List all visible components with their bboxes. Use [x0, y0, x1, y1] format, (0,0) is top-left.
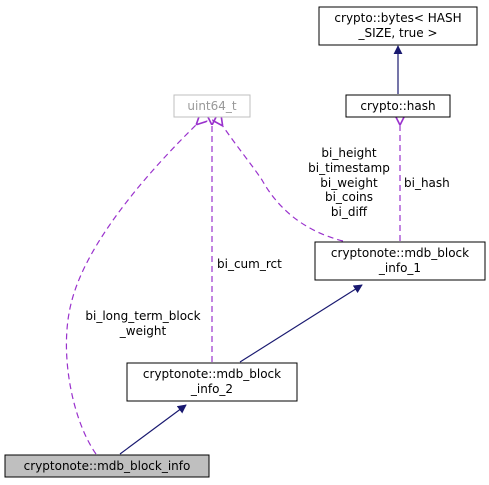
edge-uint64-to-info: [65, 124, 197, 455]
edge-label-bi-timestamp: bi_timestamp: [308, 161, 390, 175]
node-mdb-block-info: cryptonote::mdb_block_info: [4, 454, 210, 478]
edge-label-bi-long-term-block-weight-line2: _weight: [119, 324, 167, 338]
node-uint64-t: uint64_t: [173, 94, 251, 118]
edge-uint64-to-info1: [222, 125, 344, 242]
node-crypto-bytes[interactable]: crypto::bytes< HASH _SIZE, true >: [318, 6, 478, 46]
edge-label-bi-long-term-block-weight-line1: bi_long_term_block: [85, 309, 200, 323]
node-crypto-hash-label: crypto::hash: [360, 99, 435, 113]
edge-label-bi-weight: bi_weight: [320, 176, 378, 190]
node-mdb-block-info-1-label-line1: cryptonote::mdb_block: [331, 246, 469, 260]
edge-info2-to-info: [119, 404, 187, 455]
node-mdb-block-info-2-label-line1: cryptonote::mdb_block: [143, 367, 281, 381]
node-mdb-block-info-1-label-line2: _info_1: [378, 261, 421, 275]
node-crypto-hash[interactable]: crypto::hash: [345, 94, 451, 118]
node-crypto-bytes-label-line2: _SIZE, true >: [357, 26, 437, 40]
node-mdb-block-info-1[interactable]: cryptonote::mdb_block _info_1: [314, 241, 486, 281]
edge-label-bi-hash: bi_hash: [404, 176, 450, 190]
edge-label-bi-diff: bi_diff: [331, 205, 368, 219]
edge-label-bi-height: bi_height: [321, 146, 376, 160]
node-mdb-block-info-label: cryptonote::mdb_block_info: [24, 459, 191, 473]
edge-info1-to-info2: [239, 284, 363, 363]
node-crypto-bytes-label-line1: crypto::bytes< HASH: [334, 11, 461, 25]
node-mdb-block-info-2-label-line2: _info_2: [190, 382, 233, 396]
node-uint64-t-label: uint64_t: [187, 99, 237, 113]
node-mdb-block-info-2[interactable]: cryptonote::mdb_block _info_2: [126, 362, 298, 402]
edge-label-bi-cum-rct: bi_cum_rct: [217, 257, 282, 271]
edge-label-bi-coins: bi_coins: [325, 190, 373, 204]
